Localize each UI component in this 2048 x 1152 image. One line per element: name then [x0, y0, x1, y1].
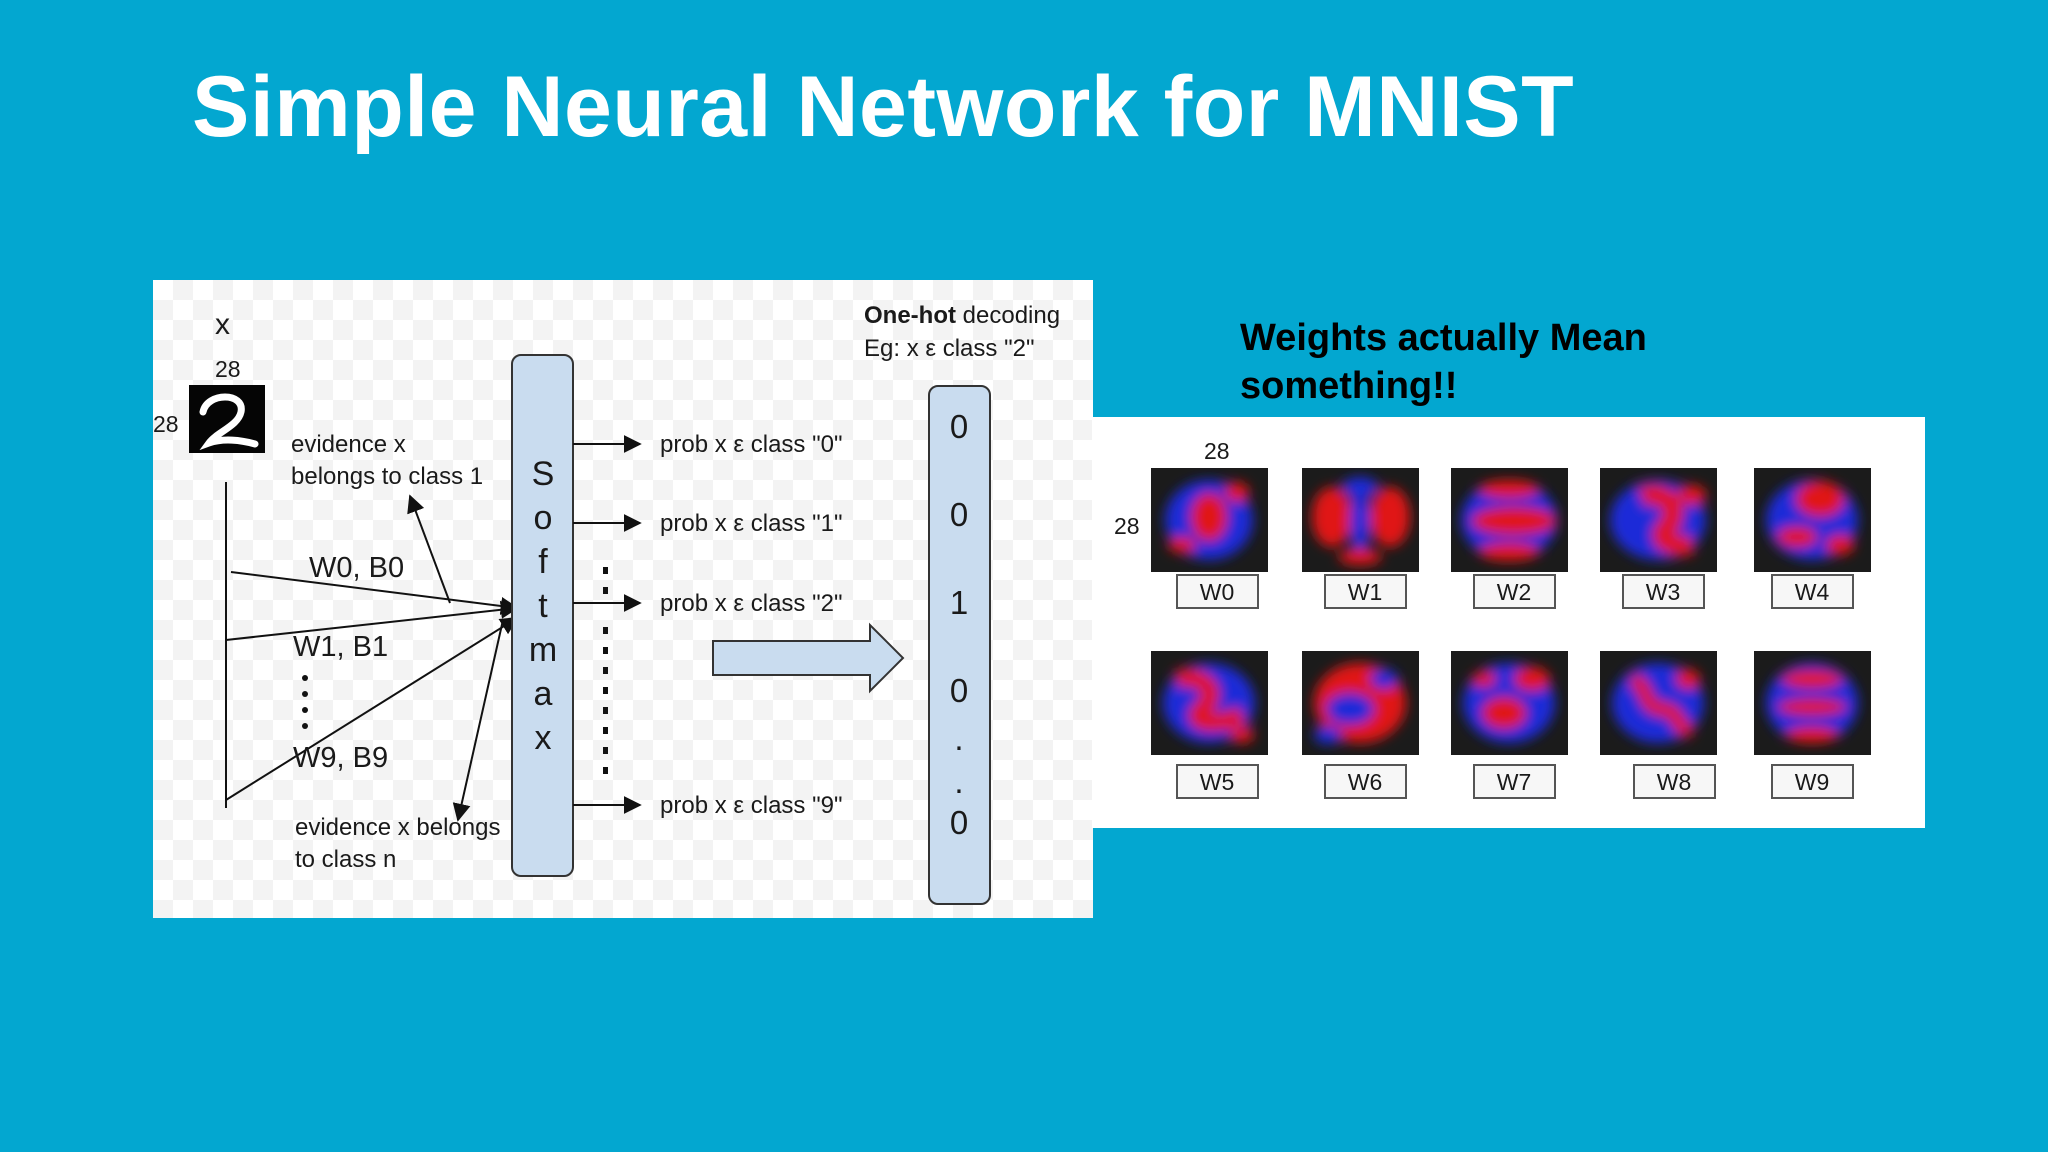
- weight-label-boxes: [1176, 574, 1854, 799]
- weight-map-w4: [1754, 468, 1871, 572]
- weight-map-w3: [1600, 468, 1717, 572]
- onehot-value: 1: [950, 584, 968, 621]
- weight-label-w8: W8: [1657, 769, 1692, 795]
- prob-ellipsis: [603, 567, 608, 774]
- softmax-box: [511, 354, 574, 877]
- network-diagram-svg: x 28 28 evidence x belongs to class 1 ev…: [153, 302, 1060, 905]
- weights-heading-line2: something!!: [1240, 365, 1458, 407]
- evidence-top-line2: belongs to class 1: [291, 463, 483, 490]
- evidence-bottom-line2: to class n: [295, 846, 396, 873]
- weight-map-w8: [1600, 651, 1717, 755]
- weights-label-w1: W1, B1: [293, 631, 388, 663]
- softmax-letter: x: [535, 719, 552, 757]
- weights-heading-line1: Weights actually Mean: [1240, 317, 1647, 359]
- evidence-bottom-line1: evidence x belongs: [295, 814, 500, 841]
- onehot-value: .: [954, 763, 963, 800]
- digit-height-label: 28: [153, 411, 179, 437]
- weights-visualization: 28 28: [1092, 417, 1925, 828]
- weights-visualization-svg: 28 28: [1114, 438, 1871, 799]
- softmax-label: S o f t m a x: [529, 455, 557, 757]
- weight-map-w1: [1302, 468, 1419, 572]
- onehot-vector-box: [928, 385, 991, 905]
- digit-width-label: 28: [215, 356, 241, 382]
- onehot-value: .: [954, 720, 963, 757]
- weight-label-w2: W2: [1497, 579, 1532, 605]
- weight-label-w9: W9: [1795, 769, 1830, 795]
- weight-size-top-label: 28: [1204, 438, 1230, 464]
- onehot-example: Eg: x ε class "2": [864, 335, 1034, 362]
- evidence-top-line1: evidence x: [291, 431, 406, 458]
- weight-label-w7: W7: [1497, 769, 1532, 795]
- decode-arrow: [712, 622, 905, 694]
- weight-size-side-label: 28: [1114, 513, 1140, 539]
- softmax-letter: S: [532, 455, 555, 493]
- prob-label-class-0: prob x ε class "0": [660, 431, 842, 458]
- onehot-value: 0: [950, 408, 968, 445]
- onehot-header-rest: decoding: [956, 302, 1060, 329]
- weight-label-w1: W1: [1348, 579, 1383, 605]
- softmax-letter: f: [538, 543, 548, 581]
- onehot-value: 0: [950, 672, 968, 709]
- softmax-letter: t: [538, 587, 548, 625]
- weight-label-w3: W3: [1646, 579, 1681, 605]
- weight-label-w4: W4: [1795, 579, 1830, 605]
- softmax-letter: a: [534, 675, 553, 713]
- mnist-digit-image: [189, 385, 265, 453]
- slide-title: Simple Neural Network for MNIST: [192, 59, 1575, 155]
- onehot-value: 0: [950, 804, 968, 841]
- network-diagram: x 28 28 evidence x belongs to class 1 ev…: [153, 280, 1093, 918]
- weight-label-w5: W5: [1200, 769, 1235, 795]
- weight-map-w0: [1151, 468, 1268, 572]
- onehot-header: One-hot decoding: [864, 302, 1060, 329]
- softmax-letter: m: [529, 631, 557, 669]
- weight-map-w5: [1151, 651, 1268, 755]
- weights-heading: Weights actually Mean something!!: [1240, 314, 1800, 410]
- weights-ellipsis: [302, 675, 308, 729]
- onehot-header-bold: One-hot: [864, 302, 956, 329]
- prob-label-class-1: prob x ε class "1": [660, 510, 842, 537]
- weight-map-w7: [1451, 651, 1568, 755]
- weights-label-w9: W9, B9: [293, 742, 388, 774]
- weight-map-w2: [1451, 468, 1568, 572]
- weight-map-w6: [1302, 651, 1419, 755]
- prob-label-class-2: prob x ε class "2": [660, 590, 842, 617]
- weight-label-w0: W0: [1200, 579, 1235, 605]
- weights-label-w0: W0, B0: [309, 552, 404, 584]
- weight-map-w9: [1754, 651, 1871, 755]
- prob-label-class-9: prob x ε class "9": [660, 792, 842, 819]
- weight-label-w6: W6: [1348, 769, 1383, 795]
- onehot-value: 0: [950, 496, 968, 533]
- softmax-letter: o: [534, 499, 553, 537]
- input-label: x: [215, 308, 230, 341]
